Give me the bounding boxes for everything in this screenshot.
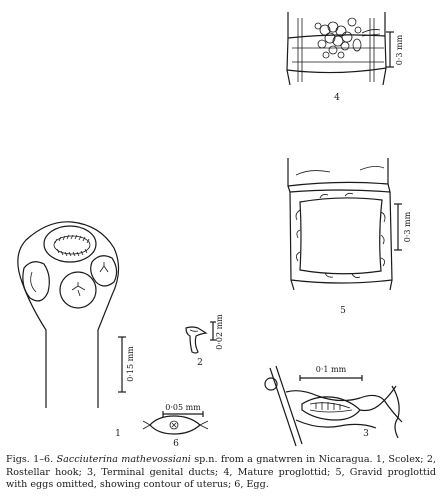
fig6-scale-label: 0·05 mm bbox=[165, 403, 201, 412]
caption-species: Sacciuterina mathevossiani bbox=[56, 454, 191, 465]
fig5-number: 5 bbox=[340, 306, 346, 316]
caption-text: sp.n. from a gnatwren in Nicaragua. 1, S… bbox=[6, 454, 436, 490]
fig2-scale-label: 0·02 mm bbox=[215, 314, 224, 350]
fig3-scale-label: 0·1 mm bbox=[316, 365, 347, 374]
fig3-number: 3 bbox=[363, 429, 369, 439]
fig4-mature-proglottid: 0·3 mm 4 bbox=[286, 12, 404, 103]
fig6-egg: 0·05 mm 6 bbox=[142, 403, 209, 449]
fig6-number: 6 bbox=[173, 439, 179, 449]
figure-caption: Figs. 1–6. Sacciuterina mathevossiani sp… bbox=[6, 454, 436, 492]
fig5-scale-label: 0·3 mm bbox=[403, 211, 412, 242]
fig1-scolex: 0·15 mm 1 bbox=[17, 221, 135, 439]
fig2-number: 2 bbox=[197, 358, 203, 368]
fig4-number: 4 bbox=[334, 93, 340, 103]
fig5-gravid-proglottid: 0·3 mm 5 bbox=[287, 158, 412, 316]
fig1-scale-label: 0·15 mm bbox=[126, 346, 135, 382]
caption-lead: Figs. 1–6. bbox=[6, 454, 54, 465]
fig2-rostellar-hook: 0·02 mm 2 bbox=[185, 314, 224, 368]
fig4-scale-label: 0·3 mm bbox=[395, 34, 404, 65]
fig1-number: 1 bbox=[115, 429, 121, 439]
fig3-terminal-genital-ducts: 0·1 mm 3 bbox=[264, 365, 403, 447]
